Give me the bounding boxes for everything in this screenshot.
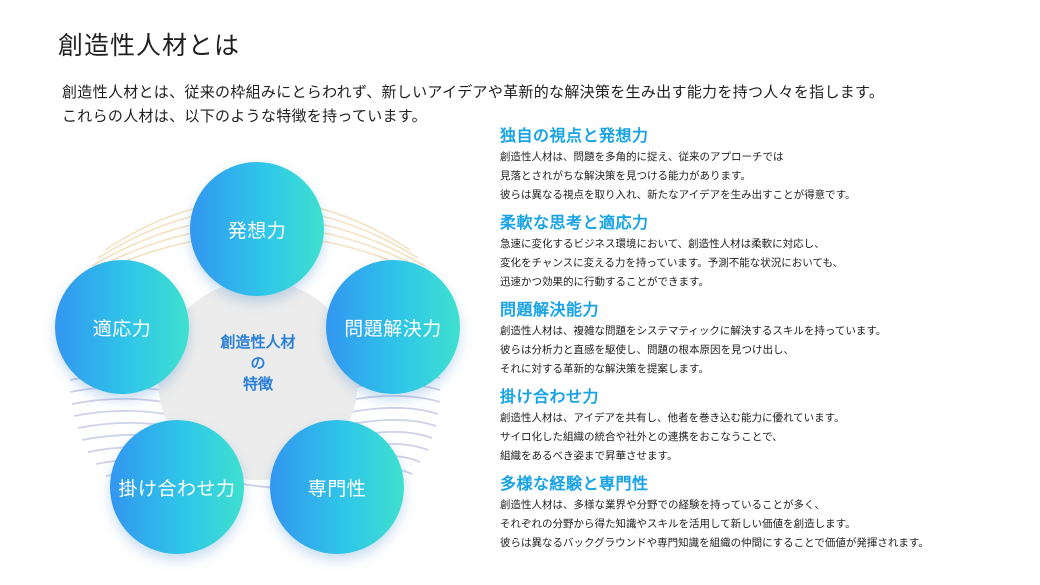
node-problem-solving: 問題解決力 bbox=[326, 260, 460, 394]
feature-item: 独自の視点と発想力 創造性人材は、問題を多角的に捉え、従来のアプローチでは 見落… bbox=[500, 124, 1030, 205]
node-label: 問題解決力 bbox=[344, 317, 442, 340]
node-label: 掛け合わせ力 bbox=[118, 477, 236, 500]
feature-title: 独自の視点と発想力 bbox=[500, 126, 649, 145]
page-title: 創造性人材とは bbox=[58, 31, 241, 60]
feature-line: 彼らは分析力と直感を駆使し、問題の根本原因を見つけ出し、 bbox=[500, 344, 794, 356]
feature-line: 見落とされがちな解決策を見つける能力があります。 bbox=[500, 170, 751, 182]
feature-title: 多様な経験と専門性 bbox=[500, 474, 649, 493]
feature-line: 創造性人材は、多様な業界や分野での経験を持っていることが多く、 bbox=[500, 499, 825, 511]
center-label-line: 特徴 bbox=[242, 375, 273, 393]
intro-line: これらの人材は、以下のような特徴を持っています。 bbox=[62, 107, 427, 125]
node-expertise: 専門性 bbox=[270, 420, 404, 554]
node-label: 発想力 bbox=[227, 219, 287, 242]
feature-line: 組織をあるべき姿まで昇華させます。 bbox=[500, 450, 678, 462]
feature-item: 柔軟な思考と適応力 急速に変化するビジネス環境において、創造性人材は柔軟に対応し… bbox=[500, 211, 1030, 292]
center-label-line: の bbox=[250, 354, 266, 372]
feature-title: 掛け合わせ力 bbox=[500, 387, 600, 406]
feature-line: サイロ化した組織の統合や社外との連携をおこなうことで、 bbox=[500, 431, 783, 443]
feature-item: 掛け合わせ力 創造性人材は、アイデアを共有し、他者を巻き込む能力に優れています。… bbox=[500, 385, 1030, 466]
feature-line: 創造性人材は、アイデアを共有し、他者を巻き込む能力に優れています。 bbox=[500, 412, 845, 424]
feature-line: 変化をチャンスに変える力を持っています。予測不能な状況においても、 bbox=[500, 257, 844, 269]
center-label-line: 創造性人材 bbox=[220, 333, 296, 351]
features-diagram: 創造性人材 の 特徴 発想力 問題解決力 専門性 掛け合わせ力 適応力 bbox=[0, 140, 480, 585]
feature-title: 柔軟な思考と適応力 bbox=[500, 213, 649, 232]
feature-item: 問題解決能力 創造性人材は、複雑な問題をシステマティックに解決するスキルを持って… bbox=[500, 298, 1030, 379]
node-adaptability: 適応力 bbox=[55, 260, 189, 394]
feature-line: 迅速かつ効果的に行動することができます。 bbox=[500, 276, 709, 288]
node-combination: 掛け合わせ力 bbox=[110, 420, 244, 554]
feature-line: 彼らは異なるバックグラウンドや専門知識を組織の仲間にすることで価値が発揮されます… bbox=[500, 537, 929, 549]
center-label: 創造性人材 の 特徴 bbox=[198, 332, 318, 395]
intro-text: 創造性人材とは、従来の枠組みにとらわれず、新しいアイデアや革新的な解決策を生み出… bbox=[62, 80, 1022, 128]
feature-line: 創造性人材は、問題を多角的に捉え、従来のアプローチでは bbox=[500, 151, 784, 163]
feature-item: 多様な経験と専門性 創造性人材は、多様な業界や分野での経験を持っていることが多く… bbox=[500, 472, 1030, 553]
feature-line: 彼らは異なる視点を取り入れ、新たなアイデアを生み出すことが得意です。 bbox=[500, 189, 856, 201]
feature-list: 独自の視点と発想力 創造性人材は、問題を多角的に捉え、従来のアプローチでは 見落… bbox=[500, 124, 1030, 559]
feature-line: それぞれの分野から得た知識やスキルを活用して新しい価値を創造します。 bbox=[500, 518, 856, 530]
feature-line: 急速に変化するビジネス環境において、創造性人材は柔軟に対応し、 bbox=[500, 238, 825, 250]
feature-line: 創造性人材は、複雑な問題をシステマティックに解決するスキルを持っています。 bbox=[500, 325, 887, 337]
node-label: 適応力 bbox=[92, 317, 152, 340]
feature-title: 問題解決能力 bbox=[500, 300, 600, 319]
node-idea: 発想力 bbox=[190, 162, 324, 296]
node-label: 専門性 bbox=[307, 477, 367, 500]
intro-line: 創造性人材とは、従来の枠組みにとらわれず、新しいアイデアや革新的な解決策を生み出… bbox=[62, 83, 885, 101]
feature-line: それに対する革新的な解決策を提案します。 bbox=[500, 363, 709, 375]
